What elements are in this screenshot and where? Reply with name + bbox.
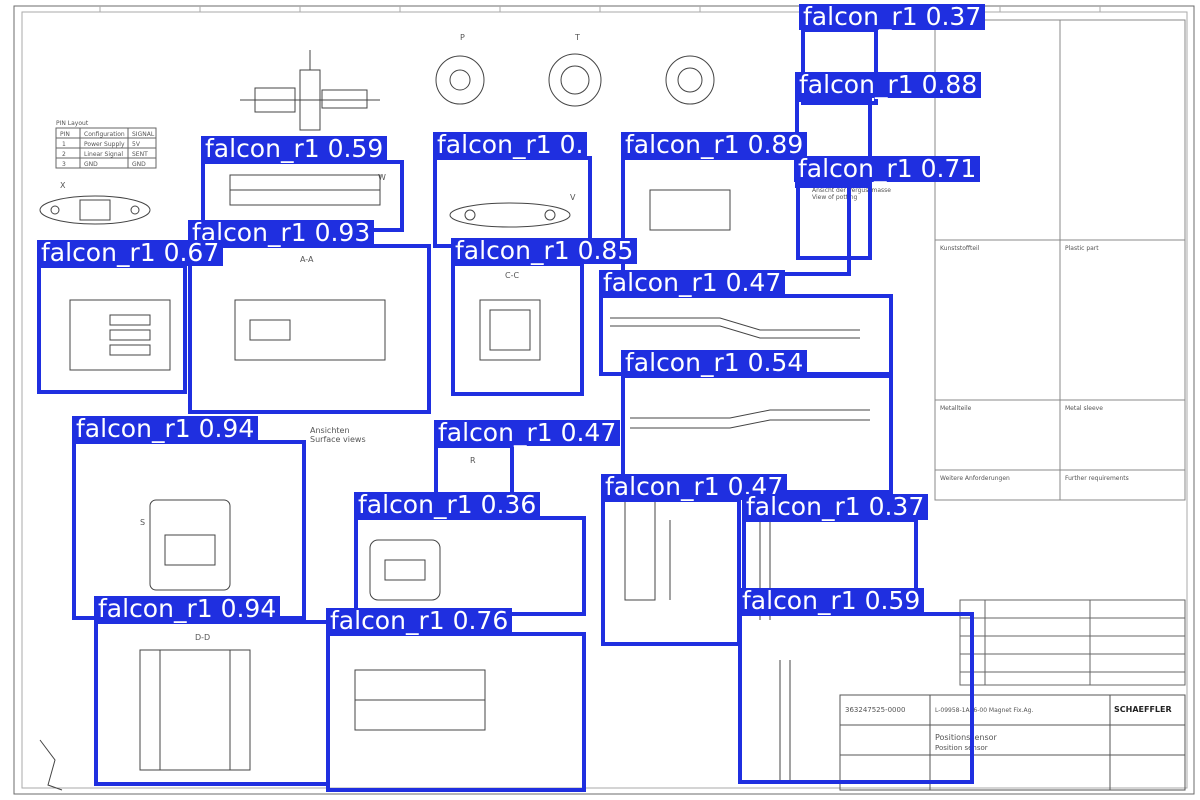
- detection-label: falcon_r1 0.37: [799, 4, 986, 30]
- view-label-r: R: [470, 456, 476, 465]
- pin-header-signal: SIGNAL: [132, 131, 155, 138]
- detection-label: falcon_r1 0.59: [738, 588, 925, 614]
- detection-box: [72, 440, 306, 620]
- company-logo: SCHAEFFLER: [1114, 705, 1172, 714]
- view-label-w: W: [378, 173, 386, 182]
- note-right-1: Plastic part: [1065, 245, 1099, 252]
- part-line: L-09958-1A46-00 Magnet Fix.Ag.: [935, 707, 1033, 714]
- potting-view-de: Ansicht der Vergussmasse: [812, 187, 891, 194]
- potting-view-en: View of potting: [812, 194, 857, 201]
- pin-cell: GND: [132, 161, 146, 168]
- detection-label: falcon_r1 0.94: [94, 596, 281, 622]
- detection-label: falcon_r1 0.59: [201, 136, 388, 162]
- detection-box: [738, 612, 974, 784]
- note-left-2: Metallteile: [940, 405, 972, 412]
- pin-header-config: Configuration: [84, 131, 125, 138]
- pin-cell: GND: [84, 161, 98, 168]
- detection-label: falcon_r1 0.94: [72, 416, 259, 442]
- pin-cell: Power Supply: [84, 141, 125, 148]
- view-label-aa: A-A: [300, 255, 314, 264]
- pin-cell: 5V: [132, 141, 141, 148]
- detection-label: falcon_r1 0.47: [599, 270, 786, 296]
- view-label-dd: D-D: [195, 633, 210, 642]
- detection-label: falcon_r1 0.88: [795, 72, 982, 98]
- pin-cell: SENT: [132, 151, 148, 158]
- pin-cell: 2: [62, 151, 66, 158]
- title-en: Position sensor: [935, 744, 988, 752]
- view-label-v: V: [570, 193, 576, 202]
- view-label-x: X: [60, 181, 66, 190]
- pin-cell: 3: [62, 161, 66, 168]
- pin-cell: Linear Signal: [84, 151, 123, 158]
- detection-label: falcon_r1 0.67: [37, 240, 224, 266]
- pin-cell: 1: [62, 141, 66, 148]
- view-label-t: T: [574, 33, 580, 42]
- detection-box: [37, 264, 187, 394]
- detection-box: [326, 632, 586, 792]
- detection-box: [601, 498, 741, 646]
- view-label-s: S: [140, 518, 145, 527]
- view-label-cc: C-C: [505, 271, 519, 280]
- title-de: Positionssensor: [935, 733, 998, 742]
- surface-views-en: Surface views: [310, 435, 366, 444]
- note-left-1: Kunststoffteil: [940, 245, 980, 252]
- detection-box: [94, 620, 330, 786]
- detection-label: falcon_r1 0.36: [354, 492, 541, 518]
- detection-label: falcon_r1 0.71: [794, 156, 981, 182]
- detection-label: falcon_r1 0.85: [451, 238, 638, 264]
- drawing-number: 363247525-0000: [845, 706, 905, 714]
- detection-label: falcon_r1 0.76: [326, 608, 513, 634]
- detection-box: [742, 518, 918, 592]
- note-left-3: Weitere Anforderungen: [940, 475, 1010, 482]
- detection-label: falcon_r1 0.47: [434, 420, 621, 446]
- surface-views-de: Ansichten: [310, 426, 350, 435]
- pin-layout-title: PIN Layout: [56, 120, 89, 127]
- detection-label: falcon_r1 0.89: [621, 132, 808, 158]
- detection-box: [796, 180, 872, 260]
- detection-label: falcon_r1 0.37: [742, 494, 929, 520]
- detection-box: [433, 156, 592, 248]
- detection-label: falcon_r1 0.: [433, 132, 588, 158]
- pin-header-pin: PIN: [60, 131, 70, 138]
- view-label-p: P: [460, 33, 465, 42]
- detection-label: falcon_r1 0.54: [621, 350, 808, 376]
- detection-box: [188, 244, 431, 414]
- detection-box: [801, 28, 878, 105]
- detection-box: [354, 516, 586, 616]
- detection-box: [451, 262, 584, 396]
- note-right-3: Further requirements: [1065, 475, 1129, 482]
- note-right-2: Metal sleeve: [1065, 405, 1103, 412]
